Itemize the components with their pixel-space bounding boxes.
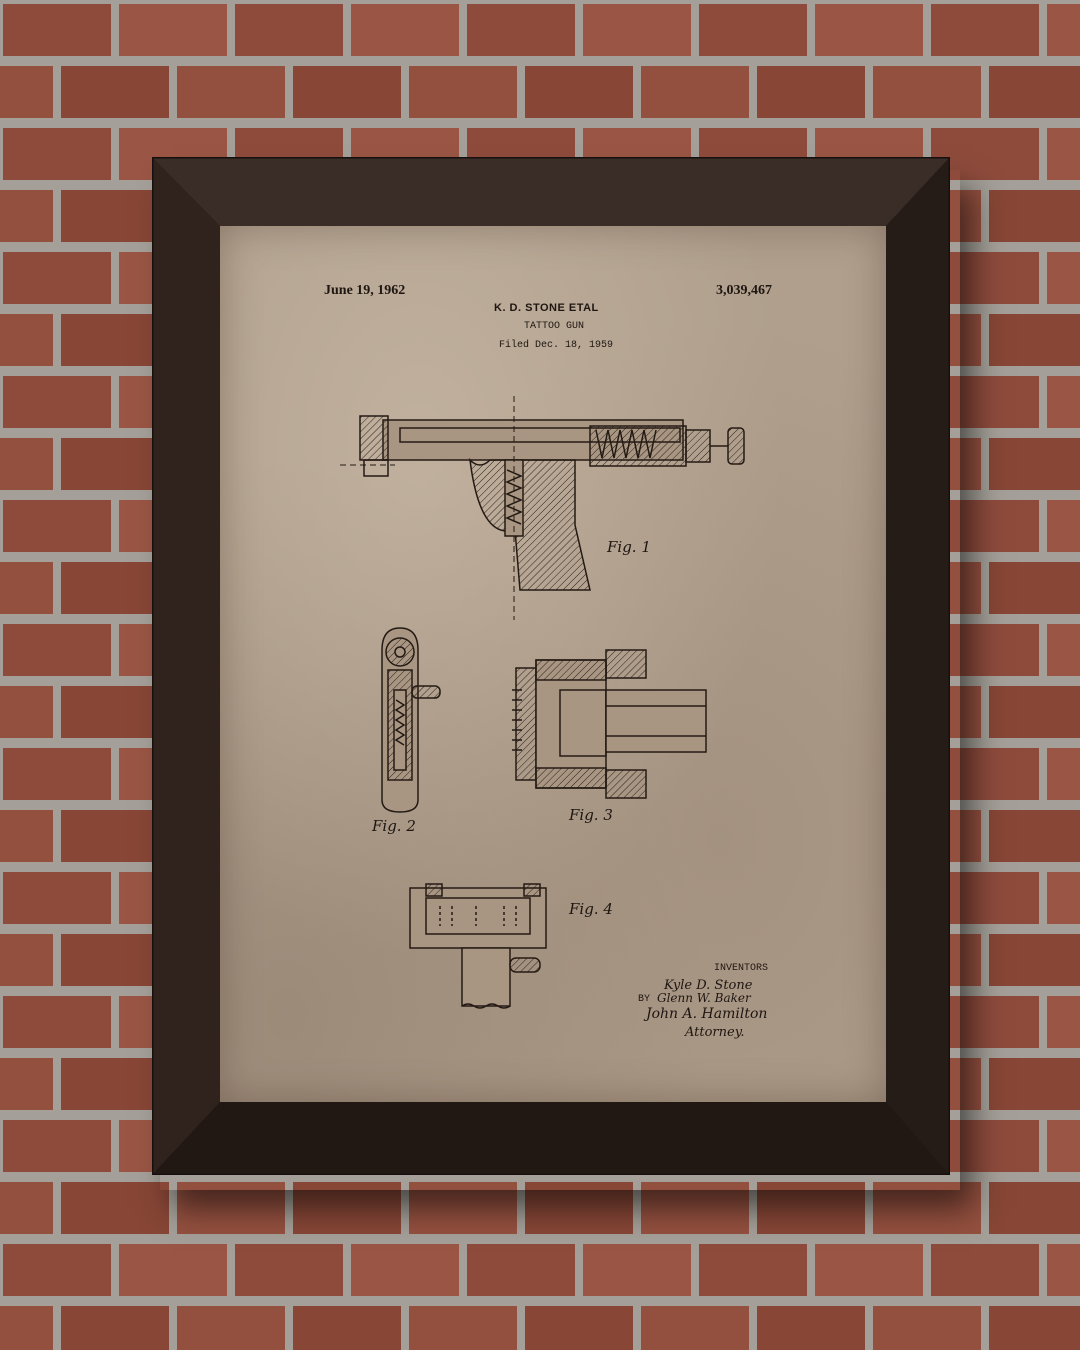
attorney-signature: John A. Hamilton (646, 1006, 768, 1022)
inventor1-signature: Kyle D. Stone (664, 978, 753, 993)
fig3-drawing (512, 649, 707, 799)
patent-title: TATTOO GUN (524, 321, 585, 332)
frame-bevel (152, 157, 950, 1175)
filed-date: Filed Dec. 18, 1959 (499, 340, 614, 351)
by-label: BY (638, 994, 651, 1005)
fig2-drawing (381, 627, 441, 813)
patent-number: 3,039,467 (716, 283, 772, 298)
fig1-drawing (340, 396, 745, 620)
attorney-label: Attorney. (685, 1025, 745, 1040)
fig4-label: Fig. 4 (569, 900, 613, 918)
fig4-drawing (409, 883, 547, 1009)
fig2-label: Fig. 2 (372, 817, 416, 835)
inventor2-signature: Glenn W. Baker (657, 991, 751, 1005)
patent-date: June 19, 1962 (324, 283, 406, 298)
fig3-label: Fig. 3 (569, 806, 613, 824)
fig1-label: Fig. 1 (607, 538, 651, 556)
inventor-header: K. D. STONE ETAL (494, 302, 599, 314)
inventors-label: INVENTORS (714, 963, 769, 974)
